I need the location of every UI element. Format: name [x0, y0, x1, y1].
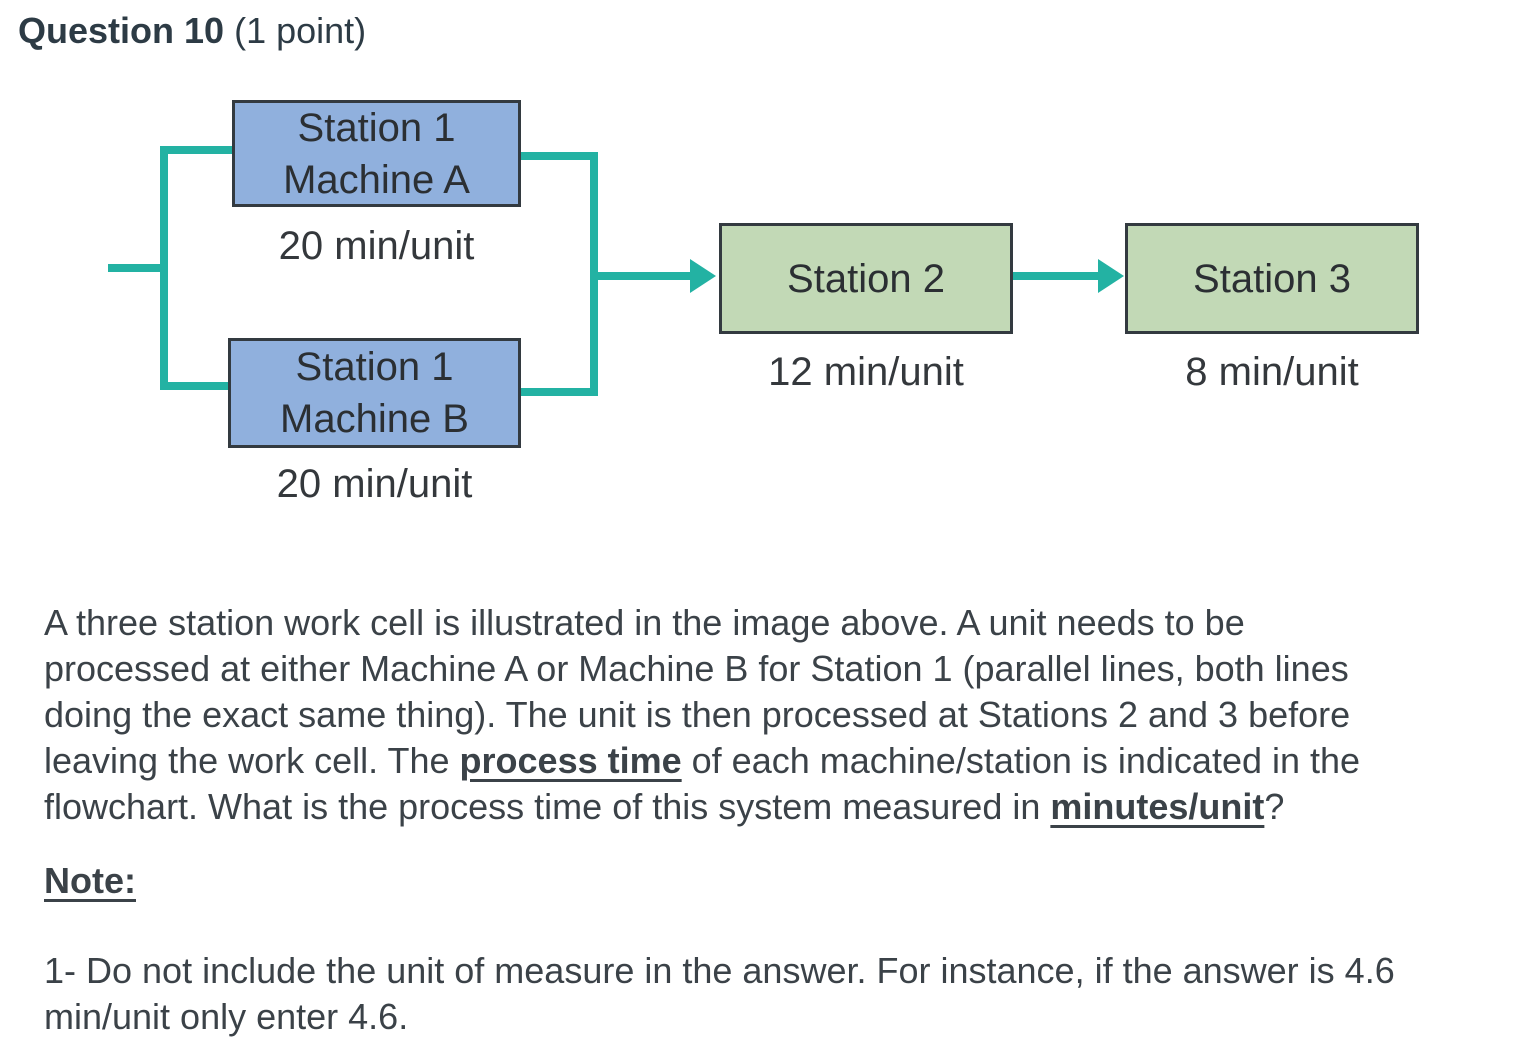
- output-line-machine-a: [521, 152, 598, 160]
- question-title: Question 10 (1 point): [18, 8, 366, 54]
- arrowhead-right-icon: [1098, 259, 1124, 293]
- note-item-1: 1- Do not include the unit of measure in…: [44, 950, 1395, 1037]
- station3-time: 8 min/unit: [1185, 350, 1359, 394]
- arrowhead-right-icon: [690, 259, 716, 293]
- station1-machine-a-box: Station 1 Machine A: [232, 100, 521, 207]
- question-points: (1 point): [234, 10, 367, 51]
- note-heading: Note:: [44, 860, 136, 901]
- station1-machine-a-time: 20 min/unit: [278, 224, 475, 268]
- arrow-to-station3-shaft: [1013, 272, 1100, 280]
- branch-line-to-machine-a: [160, 146, 232, 154]
- input-line: [108, 264, 166, 272]
- arrow-to-station2-shaft: [590, 272, 692, 280]
- station2-box: Station 2: [719, 223, 1013, 334]
- work-cell-flow-diagram: Station 1 Machine A 20 min/unit Station …: [108, 100, 1419, 506]
- station2-time: 12 min/unit: [768, 350, 964, 394]
- split-vertical-line: [160, 146, 168, 390]
- station3-box: Station 3: [1125, 223, 1419, 334]
- station1-machine-b-time: 20 min/unit: [276, 462, 473, 506]
- output-line-machine-b: [521, 388, 598, 396]
- question-text: A three station work cell is illustrated…: [44, 602, 1361, 827]
- station1-machine-b-box: Station 1 Machine B: [228, 338, 521, 448]
- question-number: Question 10: [18, 10, 225, 51]
- branch-line-to-machine-b: [160, 382, 232, 390]
